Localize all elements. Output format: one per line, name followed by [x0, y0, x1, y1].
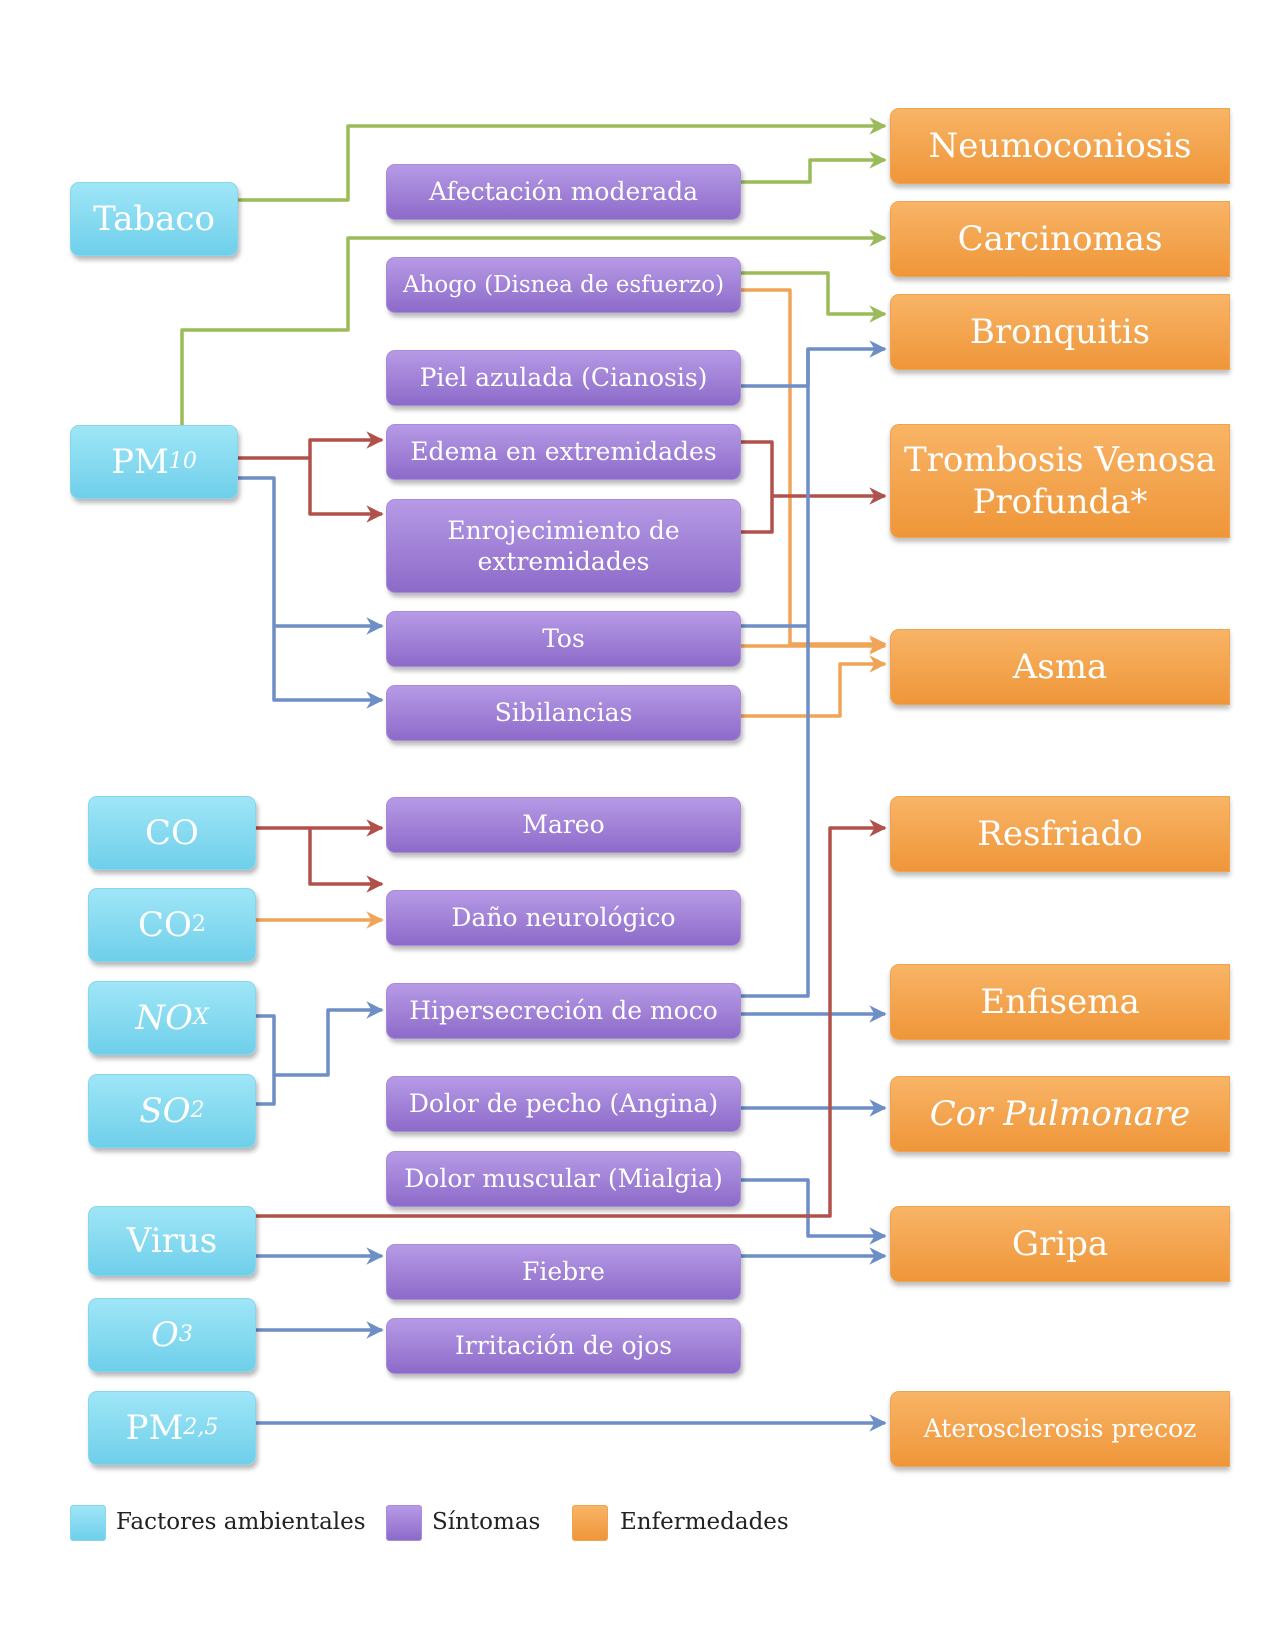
- link-enrojecimiento-trombosis: [741, 496, 774, 534]
- legend-label-symptoms: Síntomas: [432, 1509, 541, 1535]
- symptom-ahogo: Ahogo (Disnea de esfuerzo): [386, 257, 741, 313]
- factor-co2-base: CO: [138, 904, 192, 945]
- link-sibilancias-asma: [741, 655, 887, 718]
- link-so2-join: [256, 1075, 276, 1106]
- link-pm10-tos: [238, 476, 384, 635]
- disease-trombosis: Trombosis Venosa Profunda*: [890, 424, 1230, 538]
- symptom-dano-neurologico: Daño neurológico: [386, 890, 741, 946]
- symptom-enrojecimiento: Enrojecimiento de extremidades: [386, 499, 741, 593]
- legend-swatch-symptoms: [386, 1505, 422, 1541]
- link-nox-hipersecrecion: [256, 1001, 384, 1077]
- link-edema-trombosis: [741, 440, 887, 505]
- symptom-tos: Tos: [386, 611, 741, 667]
- factor-pm25-sub: 2,5: [183, 1414, 219, 1441]
- disease-trombosis-line2: Profunda*: [972, 482, 1148, 522]
- symptom-fiebre: Fiebre: [386, 1244, 741, 1300]
- disease-cor-pulmonare: Cor Pulmonare: [890, 1076, 1230, 1152]
- link-pm10-sibilancias: [272, 626, 384, 709]
- link-tabaco-neumoconiosis: [238, 117, 887, 202]
- link-dolor-muscular-gripa: [741, 1178, 887, 1245]
- factor-virus: Virus: [88, 1206, 256, 1276]
- disease-aterosclerosis: Aterosclerosis precoz: [890, 1391, 1230, 1467]
- disease-trombosis-line1: Trombosis Venosa: [903, 439, 1217, 480]
- disease-carcinomas: Carcinomas: [890, 201, 1230, 277]
- legend-swatch-diseases: [572, 1505, 608, 1541]
- factor-co2-sub: 2: [191, 911, 206, 938]
- factor-pm10-sub: 10: [168, 448, 197, 475]
- factor-tabaco: Tabaco: [70, 182, 238, 256]
- link-pm10-enrojecimiento: [308, 458, 384, 523]
- factor-pm25-base: PM: [125, 1407, 184, 1448]
- factor-pm10-base: PM: [111, 441, 169, 482]
- symptom-irritacion-ojos: Irritación de ojos: [386, 1318, 741, 1374]
- symptom-dolor-muscular: Dolor muscular (Mialgia): [386, 1151, 741, 1207]
- disease-bronquitis: Bronquitis: [890, 294, 1230, 370]
- symptom-enrojecimiento-line1: Enrojecimiento de: [447, 515, 680, 545]
- symptom-sibilancias: Sibilancias: [386, 685, 741, 741]
- symptom-mareo: Mareo: [386, 797, 741, 853]
- symptom-afectacion-moderada: Afectación moderada: [386, 164, 741, 220]
- link-piel-bronquitis: [741, 340, 887, 388]
- link-co-dano: [308, 828, 384, 893]
- link-tos-bronquitis: [741, 349, 810, 628]
- symptom-hipersecrecion: Hipersecreción de moco: [386, 983, 741, 1039]
- symptom-dolor-pecho: Dolor de pecho (Angina): [386, 1076, 741, 1132]
- factor-co: CO: [88, 796, 256, 870]
- disease-resfriado: Resfriado: [890, 796, 1230, 872]
- symptom-piel-azulada: Piel azulada (Cianosis): [386, 350, 741, 406]
- factor-so2-sub: 2: [190, 1097, 205, 1124]
- legend-swatch-factors: [70, 1505, 106, 1541]
- disease-gripa: Gripa: [890, 1206, 1230, 1282]
- legend-label-diseases: Enfermedades: [620, 1509, 789, 1535]
- link-pm10-edema: [238, 431, 384, 460]
- disease-enfisema: Enfisema: [890, 964, 1230, 1040]
- factor-o3-base: O: [151, 1314, 179, 1355]
- legend-label-factors: Factores ambientales: [116, 1509, 366, 1535]
- factor-nox-sub: X: [192, 1004, 209, 1031]
- symptom-enrojecimiento-line2: extremidades: [477, 547, 650, 576]
- link-pm10-carcinomas: [180, 229, 887, 425]
- link-ahogo-asma-orange: [741, 288, 887, 653]
- symptom-edema: Edema en extremidades: [386, 424, 741, 480]
- disease-asma: Asma: [890, 629, 1230, 705]
- link-ahogo-bronquitis-green: [741, 271, 887, 323]
- link-afectacion-neumoconiosis: [741, 151, 887, 184]
- disease-neumoconiosis: Neumoconiosis: [890, 108, 1230, 184]
- link-virus-resfriado: [256, 819, 887, 1218]
- factor-o3-sub: 3: [178, 1321, 193, 1348]
- factor-so2-base: SO: [139, 1090, 191, 1131]
- link-hipersecrecion-bronquitis: [741, 626, 810, 998]
- factor-nox-base: NO: [135, 997, 193, 1038]
